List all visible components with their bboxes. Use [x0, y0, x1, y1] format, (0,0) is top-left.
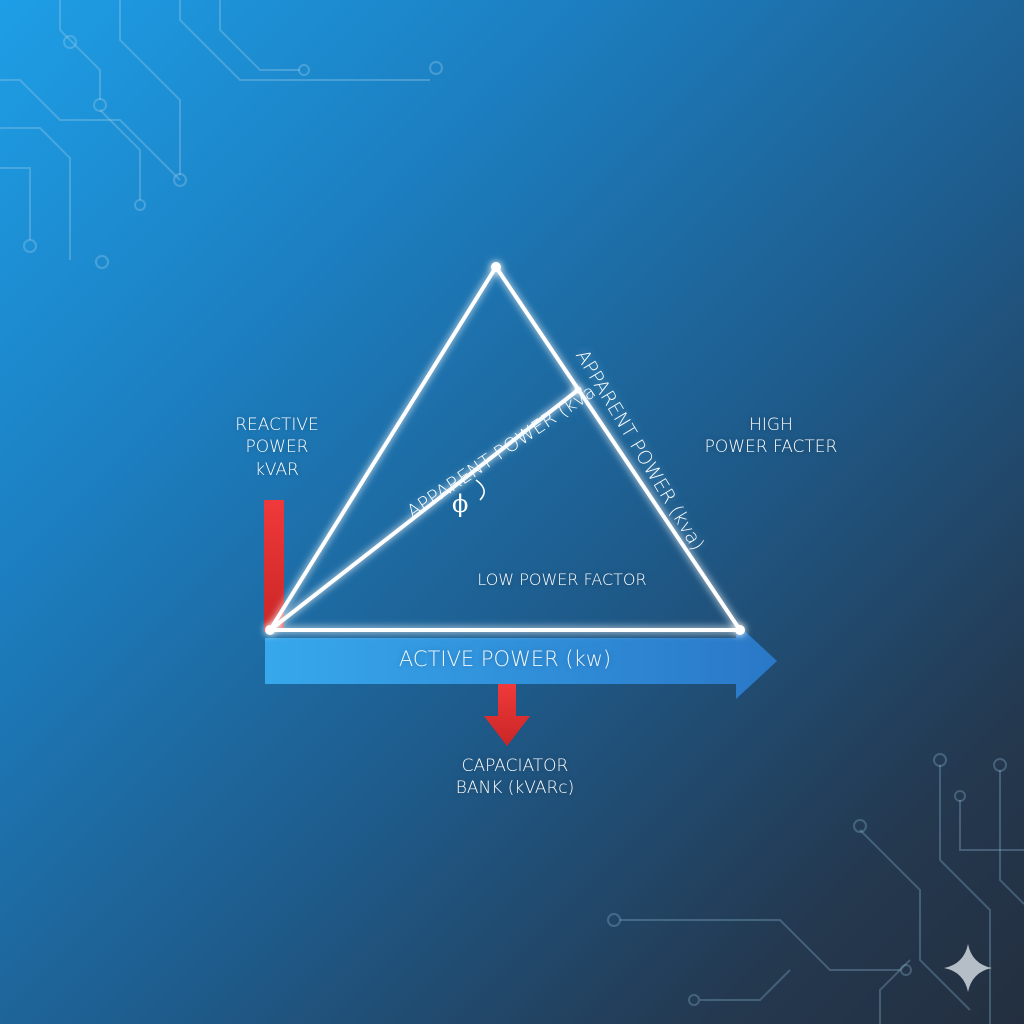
high-power-factor-label: HIGH POWER FACTER [690, 414, 852, 459]
circuit-traces-bottom-right [607, 753, 1024, 1024]
capacitor-bank-arrow [484, 684, 530, 746]
apparent-power-inner-line [268, 388, 580, 632]
reactive-power-label-line1: REACTIVE [235, 415, 319, 435]
phi-angle-arc [475, 479, 485, 501]
circuit-traces-top-left [0, 0, 443, 269]
high-power-factor-line1: HIGH [749, 415, 793, 435]
capacitor-bank-label-line1: CAPACIATOR [461, 756, 569, 776]
reactive-power-label-line3: kVAR [255, 459, 299, 480]
reactive-power-bar [264, 500, 284, 632]
reactive-power-label: REACTIVE POWER kVAR [216, 414, 338, 481]
low-power-factor-label: LOW POWER FACTOR [477, 570, 647, 589]
power-triangle [268, 265, 742, 632]
capacitor-bank-label-line2: BANK (kVARc) [455, 778, 575, 799]
active-power-label: ACTIVE POWER (kw) [398, 647, 612, 671]
sparkle-icon [944, 944, 992, 992]
capacitor-bank-label: CAPACIATOR BANK (kVARc) [420, 755, 610, 800]
triangle-outline [268, 265, 742, 632]
triangle-vertices [265, 262, 745, 635]
active-power-arrow [265, 623, 777, 699]
reactive-power-label-line2: POWER [245, 437, 309, 458]
high-power-factor-line2: POWER FACTER [704, 437, 838, 458]
phi-angle-label: ϕ [452, 490, 469, 518]
